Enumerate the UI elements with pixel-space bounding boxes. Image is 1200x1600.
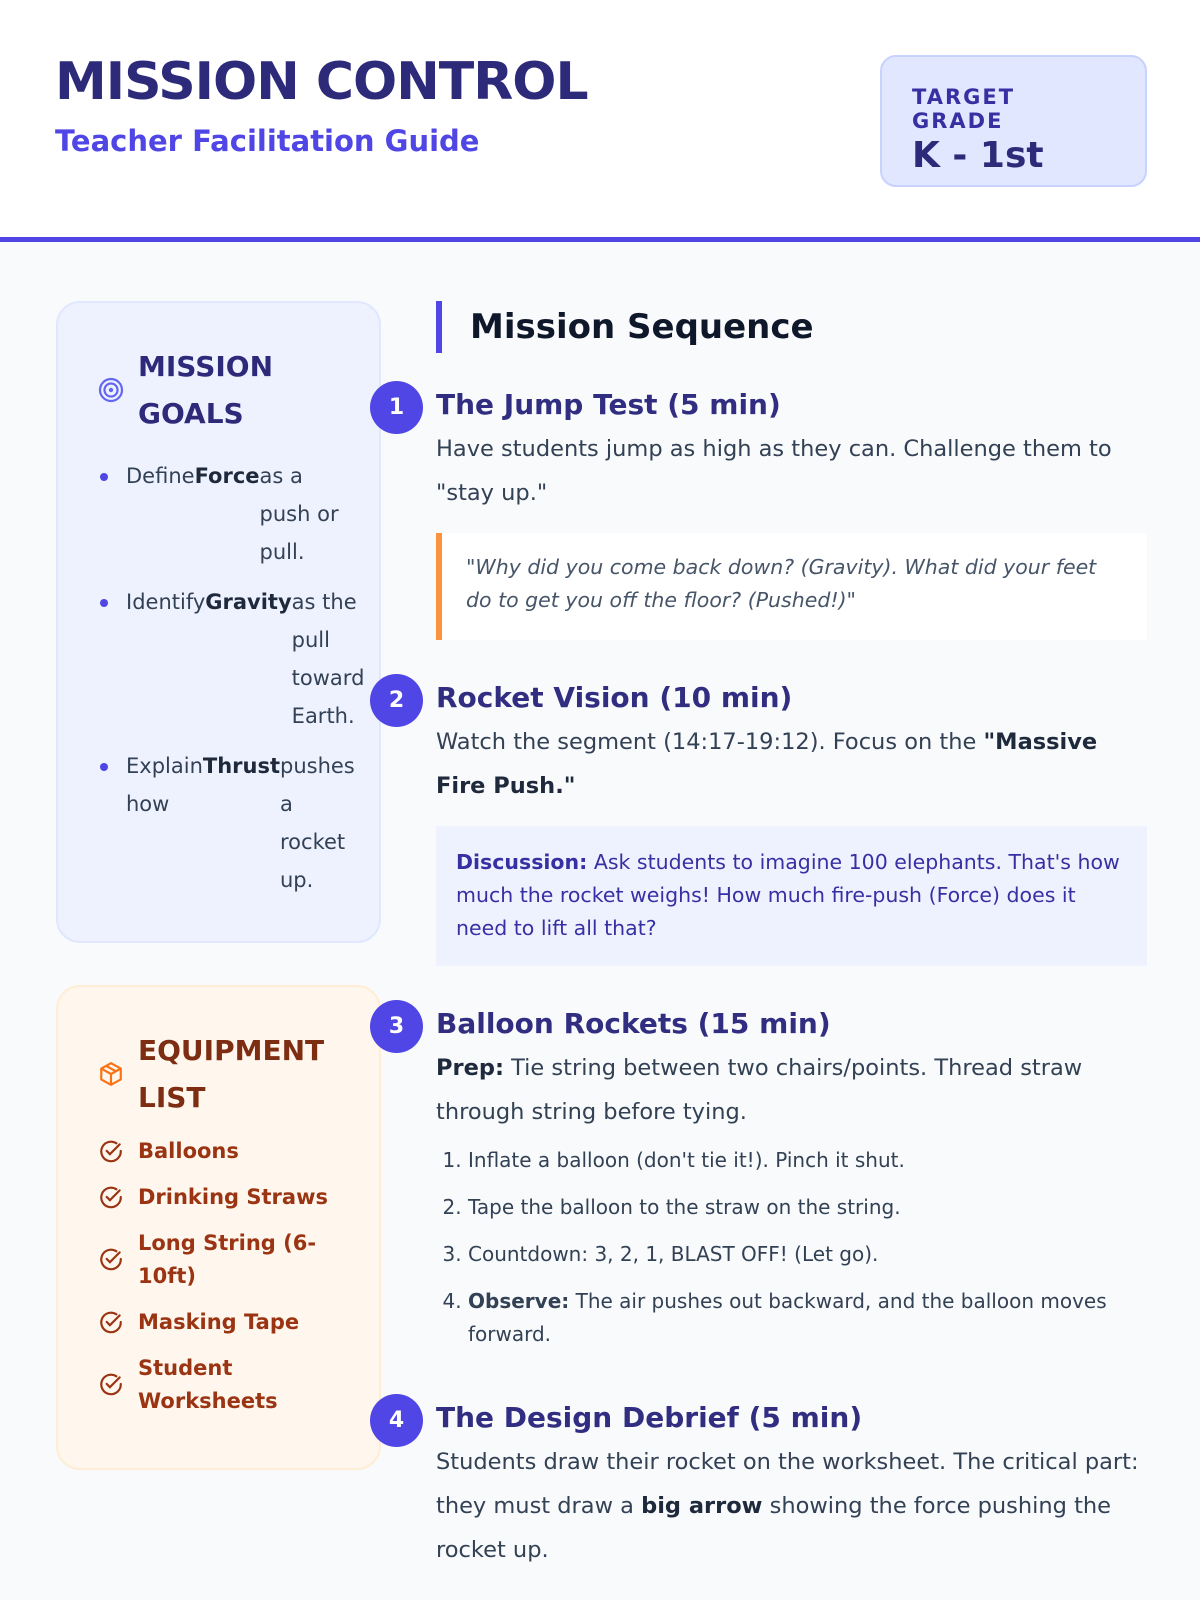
grade-label: TARGET GRADE [912,85,1016,133]
instruction-item: Inflate a balloon (don't tie it!). Pinch… [468,1144,1147,1177]
equipment-item: Masking Tape [98,1306,359,1339]
step-title: The Jump Test (5 min) [436,388,781,421]
step-title: Balloon Rockets (15 min) [436,1007,831,1040]
check-circle-icon [100,1311,122,1333]
instruction-item: Tape the balloon to the straw on the str… [468,1191,1147,1224]
teacher-quote: "Why did you come back down? (Gravity). … [436,533,1147,640]
equipment-item: Student Worksheets [98,1352,359,1418]
step-instructions: Inflate a balloon (don't tie it!). Pinch… [436,1144,1147,1351]
equipment-item: Balloons [98,1135,359,1168]
step-body: Have students jump as high as they can. … [436,436,1112,506]
step-body: Watch the segment (14:17-19:12). Focus o… [436,729,1098,799]
target-grade-badge: TARGET GRADE K - 1st [880,55,1147,187]
check-circle-icon [100,1373,122,1396]
step-2: 2 Rocket Vision (10 min) Watch the segme… [370,674,1147,966]
equipment-item: Long String (6-10ft) [98,1227,359,1293]
mission-sequence-title: Mission Sequence [436,301,814,353]
discussion-box: Discussion: Ask students to imagine 100 … [436,826,1147,966]
step-number: 4 [370,1394,423,1447]
page-header: MISSION CONTROL Teacher Facilitation Gui… [0,0,1200,242]
instruction-item: Countdown: 3, 2, 1, BLAST OFF! (Let go). [468,1238,1147,1271]
step-1: 1 The Jump Test (5 min) Have students ju… [370,381,1147,640]
package-icon [100,1062,122,1086]
step-body: Students draw their rocket on the worksh… [436,1449,1139,1563]
step-title: The Design Debrief (5 min) [436,1401,863,1434]
check-circle-icon [100,1140,122,1162]
grade-value: K - 1st [912,135,1044,176]
step-number: 3 [370,1000,423,1053]
step-title: Rocket Vision (10 min) [436,681,793,714]
page-title: MISSION CONTROL [55,52,589,112]
step-4: 4 The Design Debrief (5 min) Students dr… [370,1394,1147,1572]
check-circle-icon [100,1186,122,1208]
step-prep: Prep: Tie string between two chairs/poin… [436,1055,1083,1125]
step-number: 2 [370,674,423,727]
target-icon [98,377,124,403]
equipment-item: Drinking Straws [98,1181,359,1214]
check-circle-icon [100,1248,122,1271]
step-3: 3 Balloon Rockets (15 min) Prep: Tie str… [370,1000,1147,1365]
instruction-item: Observe: The air pushes out backward, an… [468,1285,1147,1351]
page-subtitle: Teacher Facilitation Guide [55,124,480,158]
step-number: 1 [370,381,423,434]
